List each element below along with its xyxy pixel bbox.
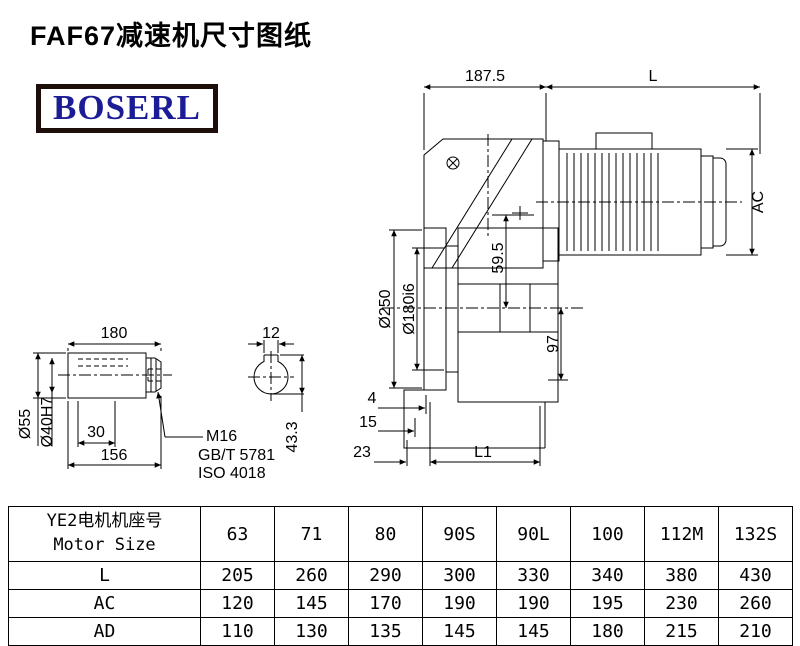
table-row-AC: AC 120 145 170 190 190 195 230 260 xyxy=(8,589,793,618)
dim-156: 156 xyxy=(101,447,128,464)
logo-text: BOSERL xyxy=(53,88,201,127)
table-cell: 190 xyxy=(496,589,571,618)
page-title: FAF67减速机尺寸图纸 xyxy=(30,21,313,51)
dim-motor-height: AC xyxy=(750,191,767,213)
motor-outline xyxy=(542,132,727,262)
table-cell: 210 xyxy=(718,617,793,646)
dim-step-15: 15 xyxy=(359,414,377,431)
table-cell: 230 xyxy=(644,589,719,618)
motor-size-header-cn: YE2电机机座号 xyxy=(46,511,163,532)
thread-label: M16 xyxy=(206,428,237,445)
row-label: L xyxy=(8,561,201,590)
dim-center-to-bottom: 97 xyxy=(545,335,562,353)
table-cell: 340 xyxy=(570,561,645,590)
ac-dimension-lines xyxy=(726,148,758,256)
dim-center-to-top: 59.5 xyxy=(490,242,507,273)
drawing-linework xyxy=(33,84,761,469)
standard-gb-label: GB/T 5781 xyxy=(198,447,275,464)
table-cell: 145 xyxy=(422,617,497,646)
motor-size-header-en: Motor Size xyxy=(53,535,156,555)
table-cell: 300 xyxy=(422,561,497,590)
dim-motor-length: L xyxy=(649,68,658,85)
motor-size-header: YE2电机机座号 Motor Size xyxy=(8,506,201,562)
table-header-cell: 80 xyxy=(348,506,423,562)
table-cell: 290 xyxy=(348,561,423,590)
row-label: AC xyxy=(8,589,201,618)
table-cell: 130 xyxy=(274,617,349,646)
dim-flange-dia: Ø250 xyxy=(377,289,394,328)
dim-step-23: 23 xyxy=(353,444,371,461)
row-label: AD xyxy=(8,617,201,646)
dim-step-4: 4 xyxy=(368,390,377,407)
bottom-dimension-lines xyxy=(374,395,541,466)
table-header-cell: 112M xyxy=(644,506,719,562)
table-header-cell: 90L xyxy=(496,506,571,562)
standard-iso-label: ISO 4018 xyxy=(198,465,266,482)
dim-bore-dia: Ø40H7 xyxy=(39,397,56,448)
table-cell: 430 xyxy=(718,561,793,590)
dim-keyway-height: 43.3 xyxy=(284,421,301,452)
table-row-AD: AD 110 130 135 145 145 180 215 210 xyxy=(8,617,793,646)
dimension-drawing: 187.5 L AC Ø250 Ø180i6 59.5 97 4 15 23 L… xyxy=(17,68,767,482)
dim-keyway-width: 12 xyxy=(262,325,280,342)
dimension-labels: 187.5 L AC Ø250 Ø180i6 59.5 97 4 15 23 L… xyxy=(17,68,767,482)
table-cell: 205 xyxy=(200,561,275,590)
centerlines xyxy=(382,134,742,309)
dim-30: 30 xyxy=(87,424,105,441)
shaft-detail xyxy=(33,341,203,469)
dim-shaft-dia: Ø55 xyxy=(17,409,34,439)
table-cell: 380 xyxy=(644,561,719,590)
dim-shaft-overall: 180 xyxy=(101,325,128,342)
table-header-cell: 90S xyxy=(422,506,497,562)
table-cell: 215 xyxy=(644,617,719,646)
table-cell: 260 xyxy=(718,589,793,618)
table-cell: 110 xyxy=(200,617,275,646)
top-dimension-lines xyxy=(423,84,761,154)
table-cell: 190 xyxy=(422,589,497,618)
dim-top-width: 187.5 xyxy=(465,68,505,85)
size-table: YE2电机机座号 Motor Size 63 71 80 90S 90L 100… xyxy=(8,506,793,646)
table-cell: 180 xyxy=(570,617,645,646)
boserl-logo: BOSERL xyxy=(36,84,218,133)
table-cell: 145 xyxy=(496,617,571,646)
dim-spigot-dia: Ø180i6 xyxy=(401,283,418,335)
keyway-circle-detail xyxy=(248,340,305,412)
table-header-cell: 100 xyxy=(570,506,645,562)
table-cell: 260 xyxy=(274,561,349,590)
table-header-cell: 63 xyxy=(200,506,275,562)
table-cell: 145 xyxy=(274,589,349,618)
table-cell: 170 xyxy=(348,589,423,618)
table-cell: 135 xyxy=(348,617,423,646)
table-cell: 330 xyxy=(496,561,571,590)
gearbox-outline xyxy=(403,138,559,449)
table-cell: 195 xyxy=(570,589,645,618)
table-row-L: L 205 260 290 300 330 340 380 430 xyxy=(8,561,793,590)
table-header-row: YE2电机机座号 Motor Size 63 71 80 90S 90L 100… xyxy=(8,506,793,562)
table-header-cell: 71 xyxy=(274,506,349,562)
table-cell: 120 xyxy=(200,589,275,618)
table-header-cell: 132S xyxy=(718,506,793,562)
dim-foot-length: L1 xyxy=(474,444,492,461)
diameter-dimension-lines xyxy=(389,214,568,389)
